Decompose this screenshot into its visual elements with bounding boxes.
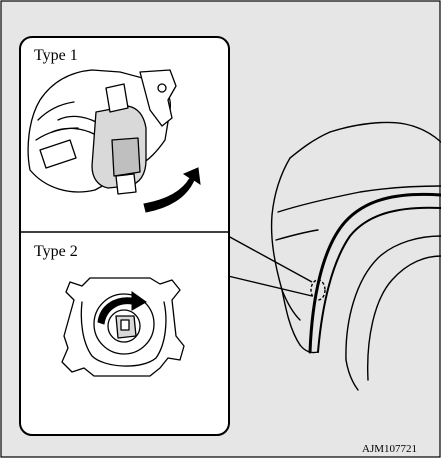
inset-top-label: Type 1 xyxy=(34,47,78,64)
figure-code: AJM107721 xyxy=(362,443,417,455)
type2-lamp-assembly xyxy=(62,278,184,376)
inset-bottom-label: Type 2 xyxy=(34,243,78,260)
type2-socket-pin xyxy=(121,320,129,330)
type1-socket-face xyxy=(112,138,140,176)
type1-socket-tab xyxy=(116,174,136,194)
type1-socket-top-tab xyxy=(106,84,128,112)
type1-bracket-hole xyxy=(158,84,166,92)
